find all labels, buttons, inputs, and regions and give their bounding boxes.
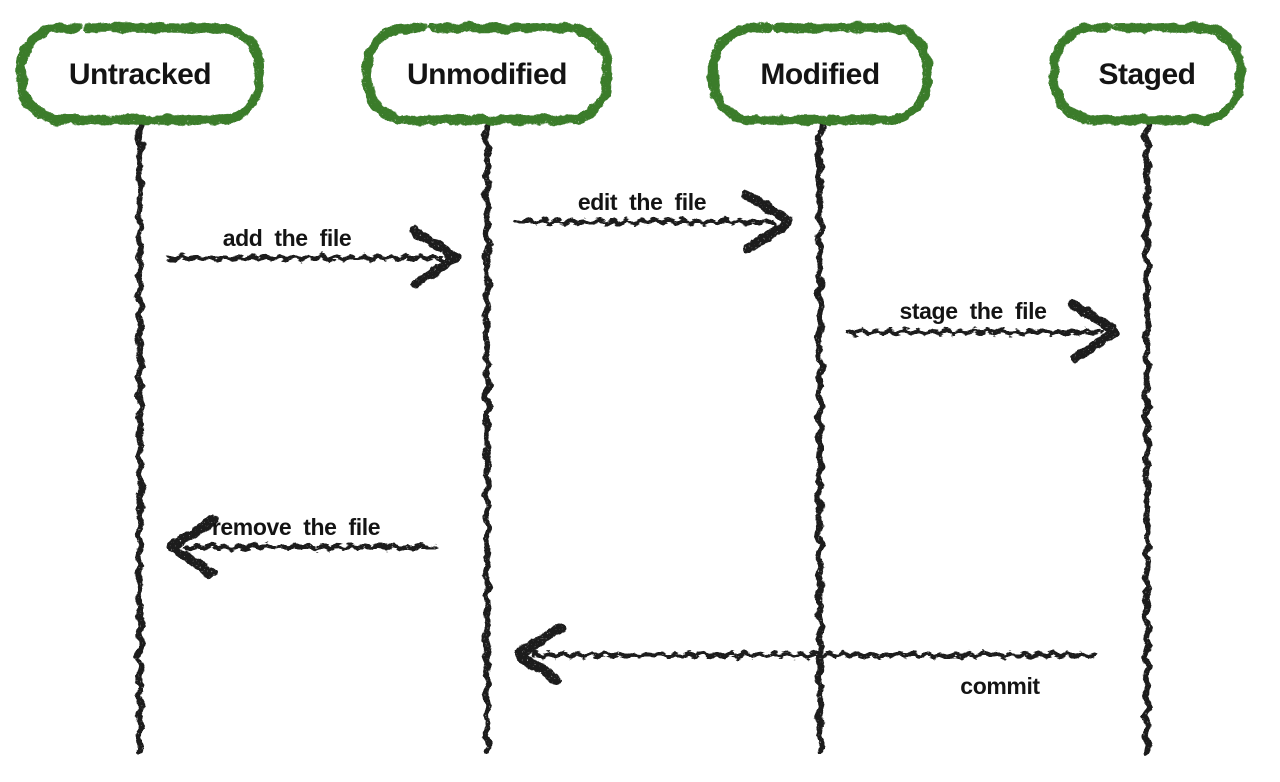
participant-label-untracked: Untracked bbox=[69, 58, 211, 91]
message-label-add-the-file: add the file bbox=[223, 225, 352, 251]
participants-layer: Untracked Unmodified Modified Staged bbox=[16, 23, 1245, 755]
arrowhead-icon bbox=[742, 190, 793, 253]
message-label-stage-the-file: stage the file bbox=[900, 298, 1047, 324]
lifeline bbox=[134, 113, 146, 755]
arrowhead-icon bbox=[167, 515, 218, 578]
message-line bbox=[183, 542, 438, 553]
lifeline bbox=[814, 113, 826, 755]
participant-box-overstroke bbox=[366, 23, 612, 122]
message-remove-the-file: remove the file bbox=[167, 514, 438, 578]
participant-unmodified: Unmodified bbox=[362, 23, 612, 755]
arrowhead-icon bbox=[409, 226, 460, 289]
message-label-remove-the-file: remove the file bbox=[212, 514, 380, 540]
message-label-commit: commit bbox=[960, 673, 1040, 699]
participant-label-unmodified: Unmodified bbox=[407, 58, 567, 91]
lifeline bbox=[481, 113, 493, 755]
participant-label-staged: Staged bbox=[1098, 58, 1195, 91]
message-line bbox=[512, 217, 777, 227]
participant-modified: Modified bbox=[708, 23, 932, 755]
participant-box-overstroke bbox=[712, 23, 932, 122]
lifeline bbox=[1141, 113, 1153, 755]
messages-layer: add the file edit the file stage the file r… bbox=[165, 189, 1120, 699]
message-line bbox=[165, 253, 444, 265]
message-add-the-file: add the file bbox=[165, 225, 460, 289]
message-stage-the-file: stage the file bbox=[845, 298, 1120, 363]
participant-box-overstroke bbox=[20, 23, 264, 122]
participant-box-overstroke bbox=[1053, 23, 1245, 122]
arrowhead-icon bbox=[1069, 300, 1120, 363]
participant-label-modified: Modified bbox=[760, 58, 879, 91]
message-line bbox=[530, 649, 1098, 661]
message-commit: commit bbox=[514, 623, 1098, 699]
arrowhead-icon bbox=[514, 623, 565, 686]
participant-staged: Staged bbox=[1049, 23, 1245, 755]
message-line bbox=[845, 327, 1104, 337]
message-label-edit-the-file: edit the file bbox=[578, 189, 706, 215]
message-edit-the-file: edit the file bbox=[512, 189, 793, 253]
participant-untracked: Untracked bbox=[16, 23, 264, 755]
